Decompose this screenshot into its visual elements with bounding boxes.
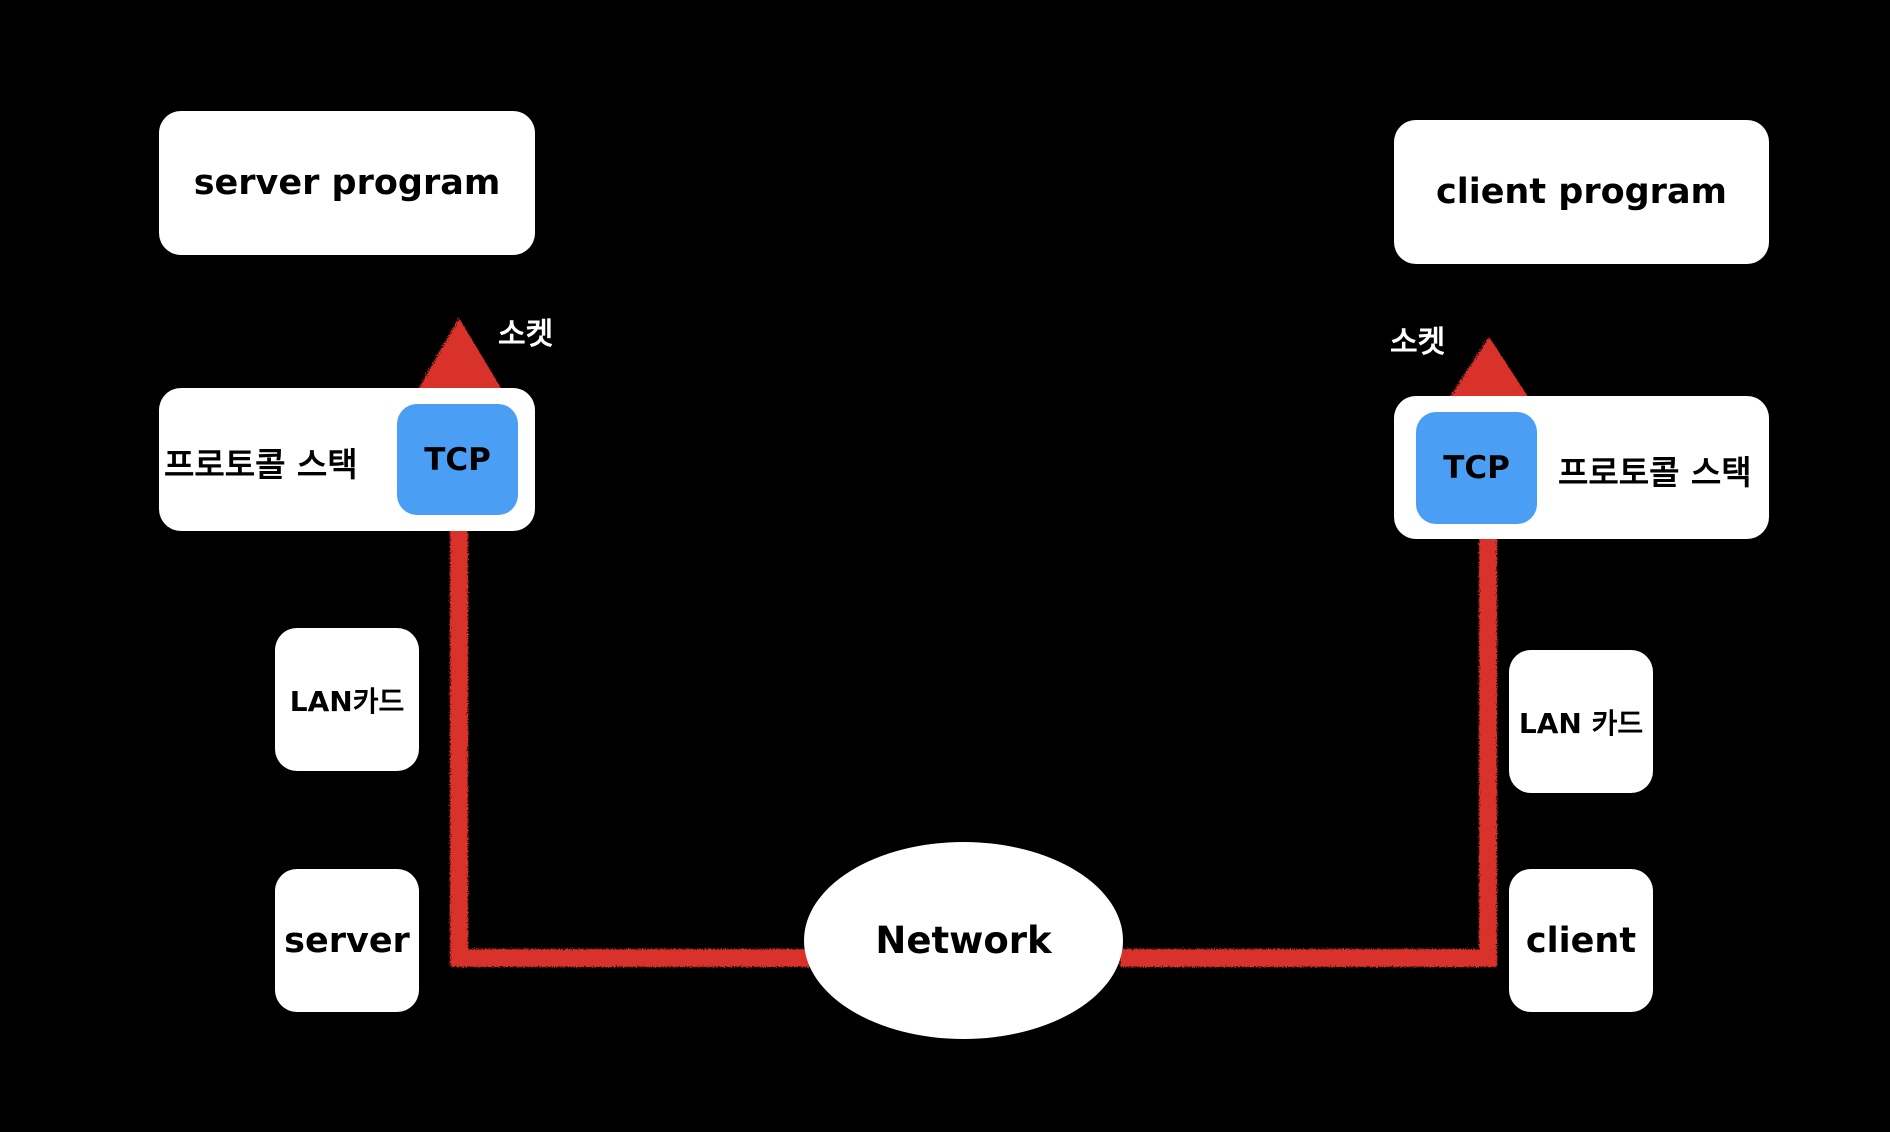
server-lan-card-box: LAN카드 — [275, 628, 419, 771]
server-socket-label: 소켓 — [498, 317, 554, 352]
server-socket-arrow — [410, 318, 510, 403]
client-socket-label: 소켓 — [1390, 325, 1446, 360]
server-tcp-label: TCP — [424, 441, 491, 478]
client-tcp-label: TCP — [1443, 450, 1510, 486]
network-node: Network — [804, 842, 1123, 1039]
server-host-box: server — [275, 869, 419, 1012]
client-tcp-box: TCP — [1416, 412, 1537, 524]
server-program-box: server program — [159, 111, 535, 255]
client-protocol-stack-label: 프로토콜 스택 — [1558, 453, 1752, 492]
server-protocol-stack-label: 프로토콜 스택 — [164, 445, 358, 484]
server-program-label: server program — [193, 163, 501, 203]
client-link-path — [1120, 526, 1497, 967]
client-lan-card-label: LAN 카드 — [1518, 706, 1644, 740]
server-tcp-box: TCP — [397, 404, 518, 515]
client-socket-arrow — [1440, 337, 1538, 412]
network-label: Network — [875, 919, 1052, 962]
client-host-box: client — [1509, 869, 1653, 1012]
client-lan-card-box: LAN 카드 — [1509, 650, 1653, 793]
server-link-path — [450, 520, 810, 967]
client-program-box: client program — [1394, 120, 1769, 264]
server-host-label: server — [284, 920, 410, 961]
client-host-label: client — [1525, 920, 1637, 961]
server-lan-card-label: LAN카드 — [289, 684, 405, 718]
client-program-label: client program — [1435, 172, 1728, 212]
